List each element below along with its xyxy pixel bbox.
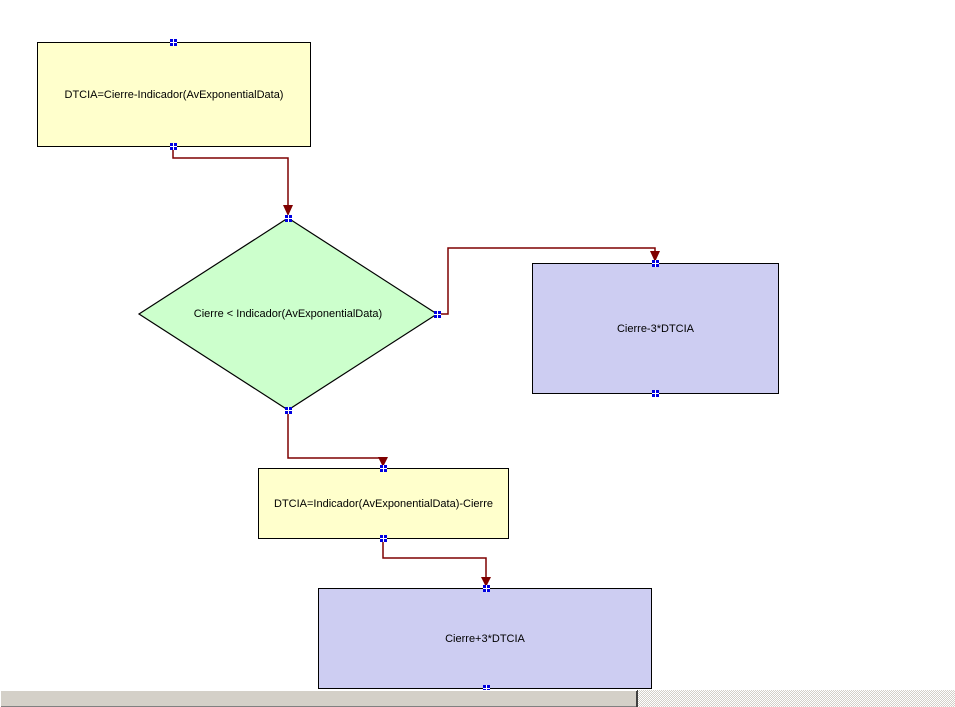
connector-process2-to-result-false[interactable]: [382, 538, 491, 587]
connection-handle[interactable]: [285, 407, 292, 414]
node-result-true-label: Cierre-3*DTCIA: [616, 322, 694, 335]
connector-decision-to-process2[interactable]: [287, 410, 388, 467]
node-process-1[interactable]: DTCIA=Cierre-Indicador(AvExponentialData…: [37, 42, 311, 147]
connection-handle[interactable]: [652, 390, 659, 397]
connection-handle[interactable]: [170, 143, 177, 150]
connection-handle[interactable]: [434, 311, 441, 318]
node-process-2-label: DTCIA=Indicador(AvExponentialData)-Cierr…: [274, 497, 493, 510]
connection-handle[interactable]: [652, 260, 659, 267]
connection-handle[interactable]: [380, 535, 387, 542]
connector-process1-to-decision[interactable]: [172, 147, 293, 216]
node-process-2[interactable]: DTCIA=Indicador(AvExponentialData)-Cierr…: [258, 468, 509, 539]
horizontal-scrollbar-thumb[interactable]: [0, 690, 638, 707]
connector-decision-to-result-true[interactable]: [437, 247, 660, 315]
connection-handle[interactable]: [380, 465, 387, 472]
connection-handle[interactable]: [170, 39, 177, 46]
arrowhead-down-icon: [378, 457, 388, 467]
connection-handle[interactable]: [483, 585, 490, 592]
horizontal-scrollbar-track[interactable]: [0, 690, 955, 707]
node-process-1-label: DTCIA=Cierre-Indicador(AvExponentialData…: [64, 88, 284, 101]
connection-handle[interactable]: [483, 685, 490, 692]
node-result-false[interactable]: Cierre+3*DTCIA: [318, 588, 652, 689]
arrowhead-down-icon: [283, 205, 293, 216]
node-result-true[interactable]: Cierre-3*DTCIA: [532, 263, 779, 394]
connection-handle[interactable]: [285, 215, 292, 222]
arrowhead-down-icon: [481, 577, 491, 587]
arrowhead-down-icon: [650, 251, 660, 262]
node-result-false-label: Cierre+3*DTCIA: [445, 632, 525, 645]
node-decision-label: Cierre < Indicador(AvExponentialData): [193, 308, 383, 320]
